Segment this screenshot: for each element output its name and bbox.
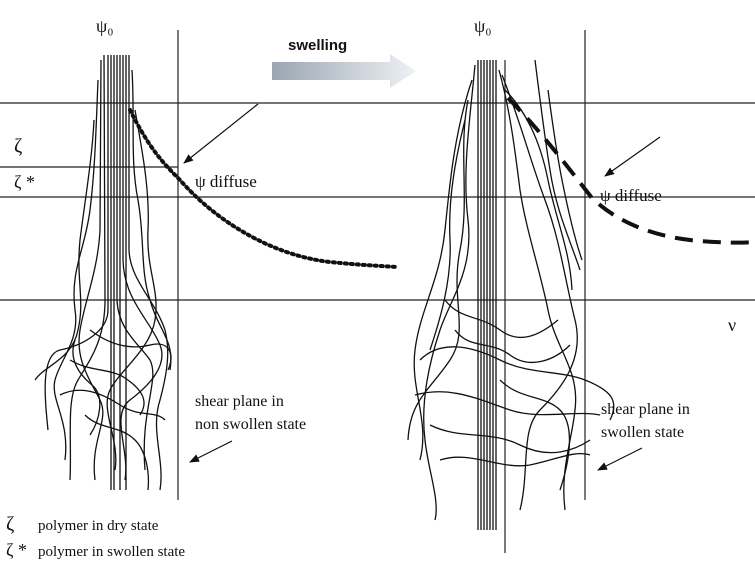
right-psi0-label: ψ₀ <box>474 16 492 36</box>
legend-zeta-star-symbol: ζ * <box>6 540 27 560</box>
right-shear-label-line2: swollen state <box>601 424 684 441</box>
legend-zeta-symbol: ζ <box>6 513 14 535</box>
swelling-arrow <box>272 54 416 88</box>
left-shear-label-line2: non swollen state <box>195 416 306 433</box>
legend-zeta-text: polymer in dry state <box>38 518 159 534</box>
right-psi-diffuse-label: ψ diffuse <box>600 186 662 205</box>
right-psi-diffuse-pointer <box>605 137 660 176</box>
left-polymer-chains <box>35 55 171 490</box>
legend-zeta-star-text: polymer in swollen state <box>38 544 185 560</box>
right-shear-pointer <box>598 448 642 470</box>
right-diffuse-potential-curve <box>508 98 755 243</box>
swelling-label: swelling <box>288 37 347 54</box>
left-shear-label-line1: shear plane in <box>195 393 284 410</box>
right-shear-label-line1: shear plane in <box>601 401 690 418</box>
left-shear-pointer <box>190 441 232 462</box>
left-diffuse-potential-curve <box>130 110 398 267</box>
nu-label: ν <box>728 315 736 335</box>
left-psi0-label: ψ₀ <box>96 16 114 36</box>
right-polymer-chains <box>408 60 614 530</box>
zeta-star-label: ζ * <box>14 172 35 192</box>
left-psi-diffuse-pointer <box>184 104 258 163</box>
left-psi-diffuse-label: ψ diffuse <box>195 172 257 191</box>
zeta-label: ζ <box>14 135 22 157</box>
